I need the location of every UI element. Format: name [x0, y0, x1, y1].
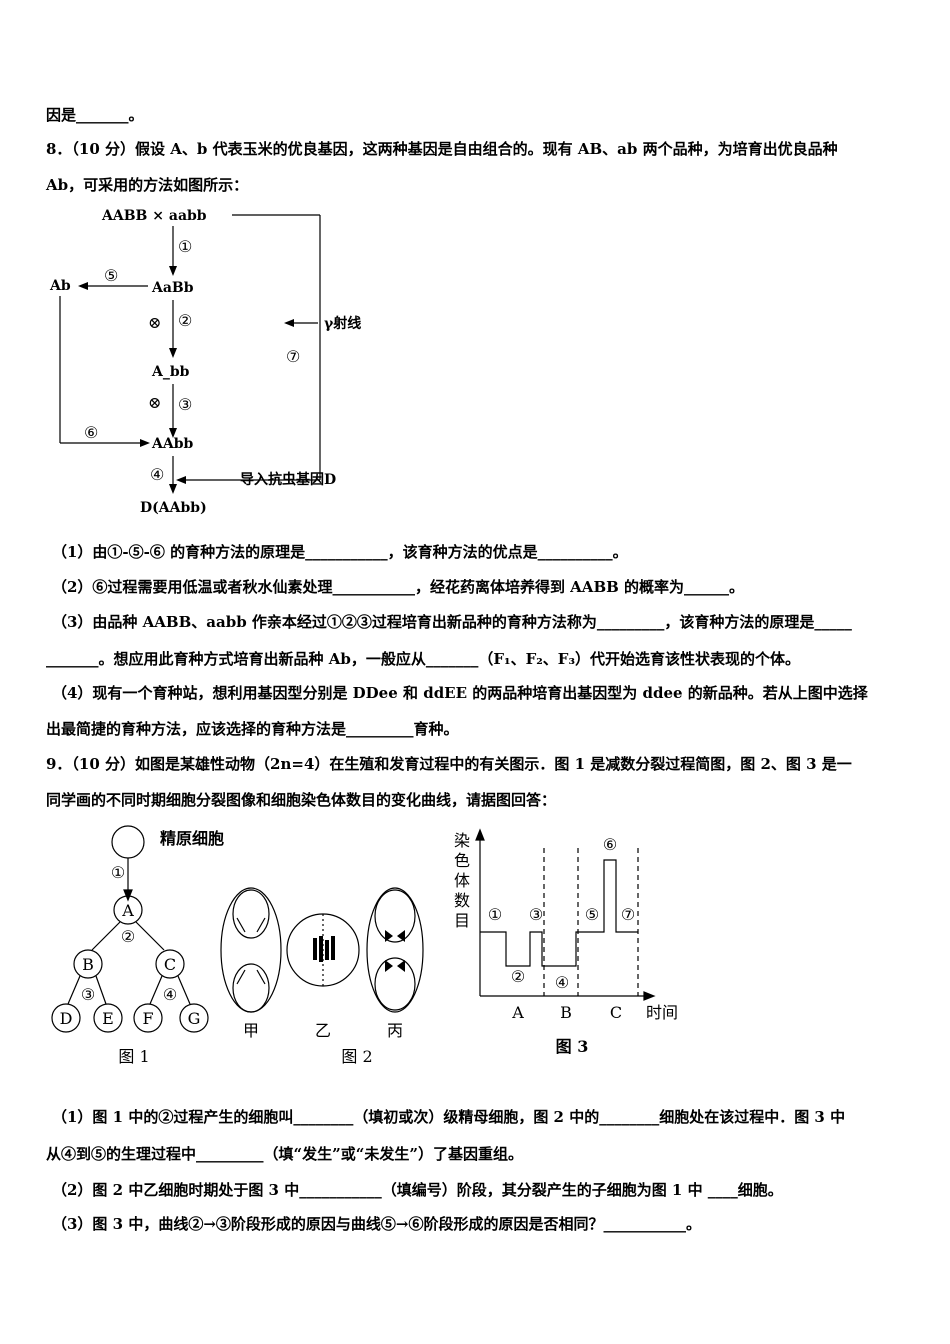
fig3-caption: 图 3 — [556, 1037, 589, 1056]
fig1-step-2: ② — [121, 927, 135, 946]
fig2-label-yi: 乙 — [315, 1021, 331, 1040]
step-2: ② — [178, 311, 192, 330]
fig2-label-jia: 甲 — [243, 1021, 259, 1040]
aabb-f1: AaBb — [151, 280, 194, 296]
q9-stem-1: 9．（10 分）如图是某雄性动物（2n=4）在生殖和发育过程中的有关图示．图 1… — [46, 755, 852, 773]
breeding-diagram: AABB × aabb ① AaBb ⑤ Ab ⑥ ⊗ ② γ射线 ⑦ A_bb… — [49, 208, 361, 516]
fig1-cell-f: F — [142, 1009, 153, 1028]
fig1-cell-e: E — [102, 1009, 114, 1028]
selfing-2: ⊗ — [148, 313, 161, 332]
fig3-stage-1: ① — [488, 905, 502, 924]
q9-stem-2: 同学画的不同时期细胞分裂图像和细胞染色体数目的变化曲线，请据图回答： — [46, 791, 557, 809]
ab-product: Ab — [49, 278, 71, 294]
a-bb: A_bb — [151, 364, 190, 380]
answer-line-prev: 因是_______。 — [46, 106, 144, 124]
q8-part-4b: 出最简捷的育种方法，应该选择的育种方法是_________育种。 — [46, 720, 459, 738]
q8-stem-2: Ab，可采用的方法如图所示： — [46, 176, 249, 194]
gamma-ray-label: γ射线 — [324, 315, 361, 332]
fig3-stage-2: ② — [511, 967, 525, 986]
fig3-stage-7: ⑦ — [621, 905, 635, 924]
fig1-title: 精原细胞 — [160, 829, 224, 848]
q8-part-4a: （4）现有一个育种站，想利用基因型分别是 DDee 和 ddEE 的两品种培育出… — [52, 684, 868, 702]
fig1-cell-g: G — [188, 1009, 201, 1028]
step-3: ③ — [178, 395, 192, 414]
step-5: ⑤ — [104, 266, 118, 285]
step-4: ④ — [150, 465, 164, 484]
fig1-step-1: ① — [111, 863, 125, 882]
q9-part-2: （2）图 2 中乙细胞时期处于图 3 中___________（填编号）阶段，其… — [52, 1181, 783, 1199]
step-1: ① — [178, 237, 192, 256]
q8-part-3b: _______。想应用此育种方式培育出新品种 Ab，一般应从_______（F₁… — [46, 650, 801, 668]
d-aabb: D(AAbb) — [140, 500, 207, 516]
fig1-cell-b: B — [82, 955, 94, 974]
insect-gene-label: 导入抗虫基因D — [240, 471, 336, 488]
q8-stem-1: 8．（10 分）假设 A、b 代表玉米的优良基因，这两种基因是自由组合的。现有 … — [46, 140, 838, 158]
fig1-step-4: ④ — [163, 985, 177, 1004]
fig3-tick-c: C — [610, 1003, 622, 1022]
figure-1-tree: 精原细胞 ① A ② B C ③ ④ D E F G 图 1 — [51, 825, 224, 1066]
fig3-tick-a: A — [511, 1003, 524, 1022]
q9-part-1b: 从④到⑤的生理过程中_________（填“发生”或“未发生”）了基因重组。 — [46, 1145, 524, 1163]
cross-label: AABB × aabb — [101, 208, 207, 224]
fig3-stage-5: ⑤ — [585, 905, 599, 924]
selfing-3: ⊗ — [148, 393, 161, 412]
fig1-cell-c: C — [164, 955, 176, 974]
fig2-label-bing: 丙 — [387, 1021, 403, 1040]
step-6: ⑥ — [84, 423, 98, 442]
fig2-caption: 图 2 — [341, 1047, 372, 1066]
fig3-ylabel-4: 数 — [454, 891, 470, 910]
fig3-stage-6: ⑥ — [603, 835, 617, 854]
q9-part-1a: （1）图 1 中的②过程产生的细胞叫________（填初或次）级精母细胞，图 … — [52, 1108, 846, 1126]
step-7: ⑦ — [286, 347, 300, 366]
q8-part-3a: （3）由品种 AABB、aabb 作亲本经过①②③过程培育出新品种的育种方法称为… — [52, 613, 852, 631]
q9-part-3: （3）图 3 中，曲线②→③阶段形成的原因与曲线⑤→⑥阶段形成的原因是否相同？_… — [52, 1215, 701, 1233]
fig3-xlabel: 时间 — [646, 1003, 678, 1022]
fig1-cell-d: D — [60, 1009, 73, 1028]
fig3-stage-4: ④ — [555, 973, 569, 992]
fig3-ylabel-1: 染 — [454, 831, 470, 850]
figure-2-cells: 甲 乙 丙 图 2 — [220, 887, 424, 1066]
figure-3-curve: 染 色 体 数 目 ① ② ③ ④ ⑤ ⑥ ⑦ A B C 时间 图 3 — [454, 828, 678, 1056]
fig1-cell-a: A — [121, 901, 134, 920]
q8-part-1: （1）由①-⑤-⑥ 的育种方法的原理是___________，该育种方法的优点是… — [52, 543, 628, 561]
fig3-stage-3: ③ — [529, 905, 543, 924]
fig3-ylabel-2: 色 — [454, 851, 470, 870]
fig1-step-3: ③ — [81, 985, 95, 1004]
fig3-ylabel-3: 体 — [454, 871, 470, 890]
q8-part-2: （2）⑥过程需要用低温或者秋水仙素处理___________，经花药离体培养得到… — [52, 578, 745, 596]
fig1-caption: 图 1 — [118, 1047, 149, 1066]
aabb-product: AAbb — [151, 436, 194, 452]
fig3-ylabel-5: 目 — [454, 911, 470, 930]
fig3-tick-b: B — [560, 1003, 572, 1022]
